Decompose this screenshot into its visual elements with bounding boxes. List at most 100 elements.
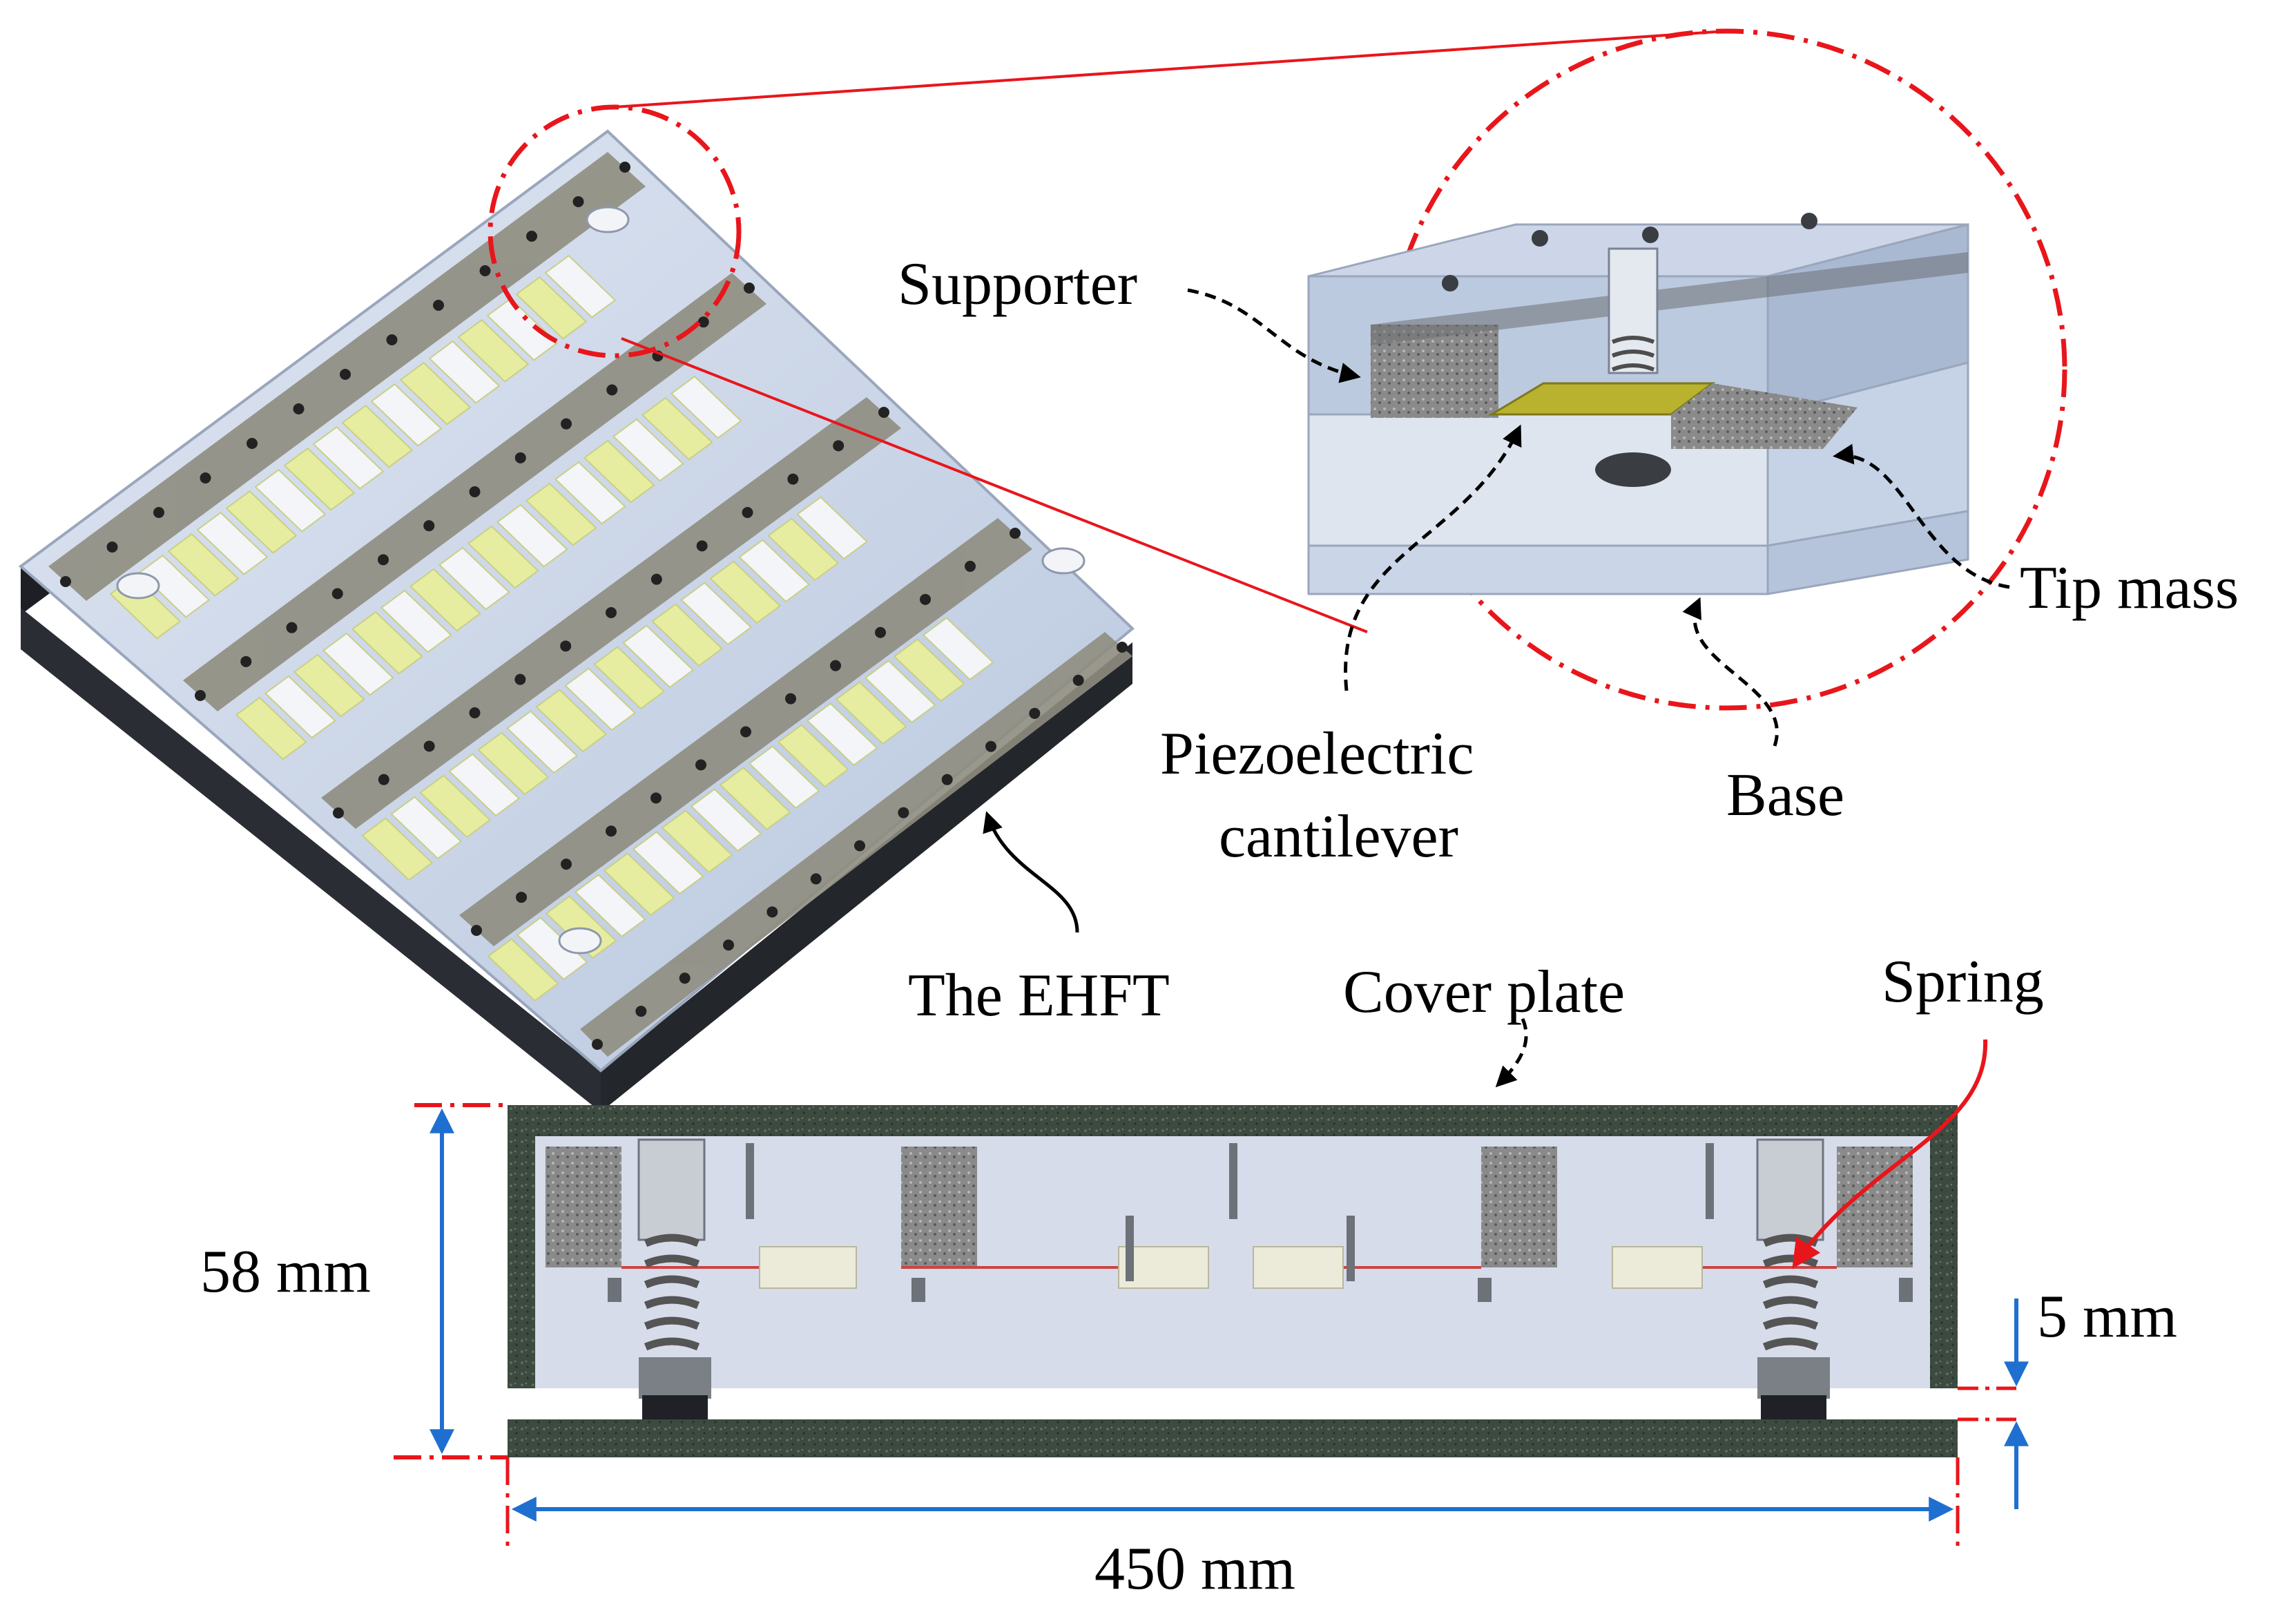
- section-left-spring: [637, 1138, 711, 1419]
- piezo-tile: [380, 589, 452, 653]
- piezo-tile: [738, 539, 811, 603]
- piezo-tile: [341, 404, 414, 468]
- bolt: [941, 774, 953, 785]
- bolt: [106, 542, 118, 553]
- piezo-tile: [390, 796, 463, 860]
- bolt: [514, 452, 526, 463]
- bolt: [1117, 642, 1128, 653]
- piezo-tile: [544, 254, 617, 318]
- spring-arrow: [1792, 1039, 1988, 1269]
- piezo-tile: [835, 681, 907, 745]
- section-base-plate: [508, 1419, 1958, 1457]
- ehft-arrow: [983, 811, 1079, 933]
- bolt: [560, 640, 572, 652]
- leader-arrows: [1187, 288, 2010, 1088]
- piezo-tile: [235, 696, 307, 760]
- bolt: [469, 707, 481, 718]
- piezo-tile: [922, 617, 994, 681]
- bolt: [153, 507, 164, 518]
- detail-base-plate: [1307, 544, 1769, 595]
- piezo-tile: [457, 318, 530, 383]
- bolt: [333, 807, 344, 818]
- bolt: [635, 1006, 647, 1017]
- bolt: [1010, 528, 1021, 539]
- cover-plate-arrow: [1495, 1018, 1528, 1088]
- base-arrow: [1682, 597, 1779, 747]
- bolt: [833, 440, 845, 452]
- bolt: [878, 407, 889, 418]
- bolt: [286, 622, 298, 633]
- bolt: [744, 282, 755, 294]
- piezo-tile: [767, 517, 840, 582]
- bolt: [787, 473, 799, 485]
- bolt: [516, 892, 527, 903]
- piezo-tile: [864, 660, 936, 724]
- bolt: [695, 759, 706, 771]
- piezo-tile: [525, 482, 597, 546]
- text-labels: Supporter Tip mass Piezoelectric cantile…: [200, 251, 2239, 1602]
- bolt: [965, 560, 976, 572]
- piezo-tile: [196, 511, 269, 575]
- bolt: [854, 840, 865, 852]
- piezo-tile: [709, 560, 782, 624]
- piezo-tile: [690, 788, 762, 852]
- corner-posts: [116, 206, 1086, 955]
- piezo-tile: [487, 938, 559, 1002]
- bolt: [606, 384, 618, 396]
- piezo-tile: [777, 724, 849, 788]
- bolt: [592, 1039, 603, 1050]
- piezo-tile: [225, 490, 298, 554]
- callout-line-top: [614, 30, 1727, 108]
- device-dark-side-right: [601, 642, 1132, 1112]
- piezo-tile: [612, 418, 684, 482]
- piezo-arrow: [1344, 424, 1522, 691]
- detail-dark-strip: [1371, 252, 1968, 345]
- piezo-tile: [554, 461, 626, 525]
- the-ehft-label: The EHFT: [908, 962, 1170, 1029]
- bolt: [526, 231, 537, 242]
- piezo-tile: [641, 396, 713, 461]
- tip-mass-arrow: [1833, 443, 2010, 589]
- piezo-tile: [351, 611, 423, 675]
- bolt: [386, 334, 398, 345]
- piezo-tile: [893, 638, 965, 702]
- section-posts: [608, 1143, 1913, 1302]
- base-label: Base: [1726, 762, 1844, 829]
- bolt: [920, 593, 931, 605]
- bolt: [469, 486, 481, 497]
- piezo-tile: [312, 425, 385, 490]
- piezo-tile: [361, 817, 434, 881]
- bolt: [650, 573, 662, 585]
- detail-bolts: [1442, 213, 1817, 291]
- bolt: [247, 438, 258, 449]
- bolt: [606, 825, 617, 837]
- bolt: [293, 403, 305, 414]
- piezo-tile: [399, 361, 472, 425]
- cover-plate-label: Cover plate: [1343, 959, 1625, 1026]
- bolt: [433, 300, 444, 311]
- piezo-tile: [254, 468, 327, 533]
- bolt: [240, 655, 252, 667]
- bolt: [1072, 674, 1084, 686]
- unit-detail: [1307, 213, 1969, 595]
- width-dim-label: 450 mm: [1094, 1535, 1295, 1602]
- piezo-tile: [622, 624, 695, 689]
- piezo-tile: [806, 702, 878, 767]
- bolt: [195, 690, 206, 701]
- bolt: [679, 973, 691, 984]
- section-right-wall: [1930, 1105, 1958, 1388]
- bolt: [606, 607, 617, 618]
- bolt: [572, 196, 584, 207]
- piezo-tile: [670, 375, 742, 439]
- piezo-tile: [486, 297, 559, 361]
- bolt: [985, 740, 996, 752]
- bolt: [742, 507, 753, 518]
- bolt: [830, 660, 841, 671]
- bolt: [340, 369, 351, 380]
- bolt: [898, 807, 909, 818]
- tip-mass-label: Tip mass: [2020, 555, 2239, 622]
- bolt: [561, 859, 572, 870]
- bolt: [766, 906, 778, 918]
- piezo-tile: [574, 874, 646, 938]
- piezo-tile: [515, 276, 588, 340]
